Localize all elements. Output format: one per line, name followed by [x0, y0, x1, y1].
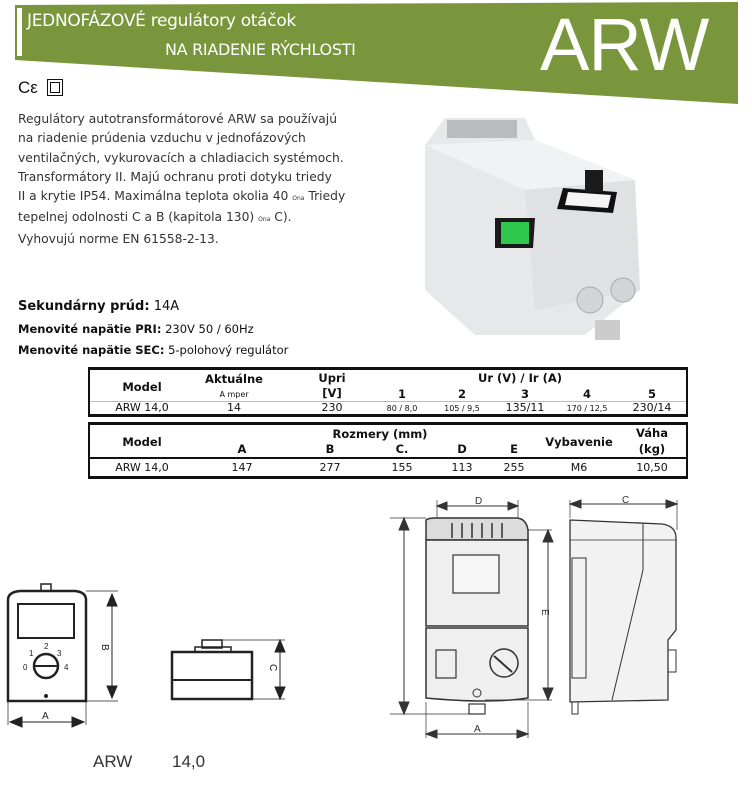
svg-text:C: C [622, 495, 629, 506]
spec-secondary-current: Sekundárny prúd: 14A [18, 299, 180, 314]
col-dim: C. [395, 442, 409, 456]
col-step: 4 [582, 387, 592, 401]
cell-step: 170 / 12,5 [566, 404, 608, 413]
ce-mark-icon: Cε [18, 78, 38, 97]
col-weight: Váha [636, 426, 668, 440]
cell-dim: 113 [451, 461, 473, 474]
cell-model: ARW 14,0 [115, 401, 169, 414]
col-current: Aktuálne [205, 372, 263, 386]
cell-step: 135/11 [505, 401, 545, 414]
col-step: 5 [647, 387, 657, 401]
col-dimensions: Rozmery (mm) [332, 427, 428, 441]
description: Regulátory autotransformátorové ARW sa p… [18, 110, 378, 249]
dimensions-table: Model Rozmery (mm) A B C. D E Vybavenie … [88, 422, 688, 479]
svg-text:0: 0 [23, 663, 28, 672]
svg-text:D: D [475, 496, 482, 507]
header-subtitle: NA RIADENIE RÝCHLOSTI [165, 40, 356, 59]
svg-text:2: 2 [44, 642, 49, 651]
col-upri-unit: [V] [322, 386, 342, 400]
desc-line: Regulátory autotransformátorové ARW sa p… [18, 112, 337, 126]
col-model: Model [122, 380, 162, 394]
cell-equipment: M6 [570, 461, 588, 474]
desc-line: na riadenie prúdenia vzduchu v jednofázo… [18, 131, 306, 146]
cell-current: 14 [227, 401, 241, 414]
desc-line: II a krytie IP54. Maximálna teplota okol… [18, 189, 346, 204]
col-upri: Upri [318, 371, 346, 385]
desc-line: Transformátory II. Majú ochranu proti do… [18, 169, 332, 184]
cell-step: 105 / 9,5 [444, 404, 480, 413]
cell-weight: 10,50 [636, 461, 668, 474]
svg-text:A: A [42, 711, 49, 722]
small-dimension-drawing: 01 234 B A C [6, 583, 286, 728]
cell-dim: 277 [319, 461, 341, 474]
large-dimension-drawing: D E A C [390, 495, 679, 739]
cell-dim: 155 [391, 461, 413, 474]
svg-text:A: A [474, 724, 481, 735]
cell-step: 80 / 8,0 [386, 404, 418, 413]
col-weight-unit: (kg) [638, 442, 666, 456]
class-ii-icon [47, 79, 63, 96]
col-dim: E [510, 442, 518, 456]
header-title: JEDNOFÁZOVÉ regulátory otáčok [27, 11, 296, 31]
desc-line: tepelnej odolnosti C a B (kapitola 130) … [18, 210, 292, 225]
svg-text:C: C [267, 664, 278, 671]
cell-upri: 230 [321, 401, 343, 414]
cell-dim: 147 [231, 461, 253, 474]
spec-voltage-pri: Menovité napätie PRI: 230V 50 / 60Hz [18, 322, 254, 336]
desc-line: ventilačných, vykurovacích a chladiacich… [18, 150, 344, 165]
drawing-caption-size: 14,0 [172, 752, 206, 771]
svg-text:E: E [539, 609, 550, 616]
svg-text:3: 3 [57, 649, 62, 658]
brand-logo: ARW [540, 3, 709, 86]
spec-voltage-sec: Menovité napätie SEC: 5-polohový regulát… [18, 343, 289, 357]
svg-text:B: B [99, 644, 110, 651]
cell-dim: 255 [503, 461, 525, 474]
svg-text:1: 1 [29, 649, 34, 658]
cell-step: 230/14 [632, 401, 672, 414]
col-step: 2 [457, 387, 467, 401]
col-dim: A [237, 442, 247, 456]
col-dim: D [457, 442, 467, 456]
electrical-table: Model Aktuálne A mper Upri [V] Ur (V) / … [88, 367, 688, 417]
col-equipment: Vybavenie [545, 435, 613, 449]
desc-line: Vyhovujú norme EN 61558-2-13. [18, 231, 219, 246]
header-banner [15, 2, 738, 104]
drawing-caption-model: ARW [93, 752, 133, 771]
col-ur: Ur (V) / Ir (A) [478, 371, 562, 385]
col-dim: B [325, 442, 335, 456]
product-photo [425, 118, 640, 340]
col-step: 1 [397, 387, 407, 401]
col-current-unit: A mper [219, 390, 249, 399]
col-step: 3 [520, 387, 530, 401]
col-model: Model [122, 435, 162, 449]
svg-text:4: 4 [64, 663, 69, 672]
cell-model: ARW 14,0 [115, 461, 169, 474]
